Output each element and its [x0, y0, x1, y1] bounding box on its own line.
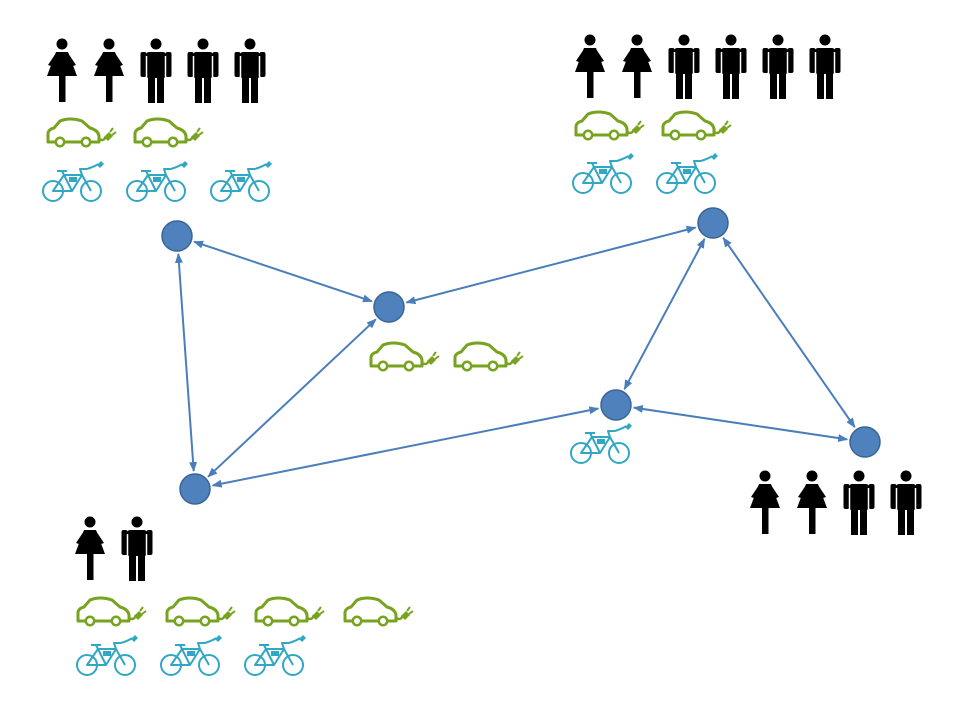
man-icon: [843, 470, 875, 535]
edge-n1-n2: [193, 240, 373, 303]
edges-layer: [174, 225, 856, 488]
man-icon: [140, 38, 172, 103]
station-node-n4[interactable]: [600, 389, 632, 421]
electric-bike-icon: [126, 161, 188, 202]
electric-car-icon: [46, 117, 117, 148]
edge-n4-n6: [211, 406, 600, 488]
man-icon: [715, 34, 747, 99]
station-node-n2[interactable]: [373, 291, 405, 323]
woman-icon: [622, 34, 652, 98]
electric-bike-icon: [210, 161, 272, 202]
electric-car-icon: [574, 110, 645, 141]
edge-n3-n5: [722, 236, 856, 429]
electric-car-icon: [254, 596, 325, 627]
electric-bike-icon: [572, 153, 634, 194]
edge-n2-n3: [405, 225, 697, 305]
electric-car-icon: [76, 596, 147, 627]
woman-icon: [94, 38, 124, 102]
man-icon: [890, 470, 922, 535]
station-node-n6[interactable]: [179, 473, 211, 505]
woman-icon: [75, 516, 105, 580]
electric-car-icon: [165, 596, 236, 627]
woman-icon: [575, 34, 605, 98]
station-node-n3[interactable]: [697, 207, 729, 239]
electric-car-icon: [133, 117, 204, 148]
electric-bike-icon: [76, 635, 138, 676]
man-icon: [668, 34, 700, 99]
edge-n2-n6: [207, 318, 377, 478]
edge-n1-n6: [174, 252, 198, 473]
electric-bike-icon: [42, 161, 104, 202]
station-node-n5[interactable]: [849, 426, 881, 458]
man-icon: [762, 34, 794, 99]
electric-car-icon: [661, 110, 732, 141]
nodes-layer: [161, 207, 881, 505]
electric-car-icon: [369, 341, 440, 372]
icons-layer: [42, 34, 922, 676]
station-node-n1[interactable]: [161, 220, 193, 252]
electric-car-icon: [343, 596, 414, 627]
electric-bike-icon: [656, 153, 718, 194]
edge-n4-n5: [632, 405, 849, 442]
man-icon: [187, 38, 219, 103]
electric-bike-icon: [160, 635, 222, 676]
electric-bike-icon: [570, 423, 632, 464]
woman-icon: [750, 470, 780, 534]
edge-n3-n4: [623, 238, 706, 390]
woman-icon: [47, 38, 77, 102]
woman-icon: [797, 470, 827, 534]
electric-bike-icon: [244, 635, 306, 676]
man-icon: [121, 516, 153, 581]
man-icon: [234, 38, 266, 103]
man-icon: [809, 34, 841, 99]
electric-car-icon: [453, 341, 524, 372]
